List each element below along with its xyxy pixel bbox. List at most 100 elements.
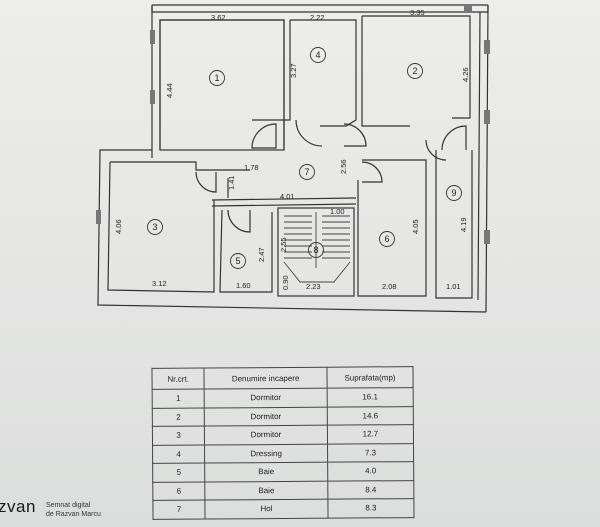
area-table: Nr.crt. Denumire incapere Suprafata(mp) …: [151, 366, 415, 519]
table-row: 5 Baie 4.0: [152, 461, 414, 482]
dim-hall-141: 1.41: [227, 175, 236, 190]
room-8-marker: [308, 242, 324, 258]
cell-name: Dormitor: [204, 388, 328, 408]
room-4-wall: [252, 20, 291, 121]
signature-text: Semnat digital de Razvan Marcu: [46, 501, 101, 519]
table-row: 6 Baie 8.4: [152, 480, 414, 501]
dim-room1-width: 3.62: [211, 13, 226, 22]
stairs-outline: [277, 207, 355, 297]
signature-name: zvan: [0, 497, 36, 516]
cell-area: 8.3: [327, 498, 415, 518]
cell-name: Hol: [205, 499, 328, 519]
dim-room4-width: 2.22: [310, 13, 325, 22]
cell-area: 14.6: [327, 406, 414, 426]
cell-nr: 4: [152, 444, 205, 464]
room-9-marker: [446, 185, 462, 201]
dim-hall-401: 4.01: [280, 192, 295, 201]
cell-nr: 6: [152, 481, 206, 501]
outer-wall: [159, 19, 285, 150]
door-room5: [227, 209, 251, 233]
room-4-marker: [310, 47, 326, 63]
outer-wall: [97, 149, 487, 313]
dim-hall-256: 2.56: [339, 159, 348, 174]
header-name: Denumire incapere: [204, 367, 328, 390]
cell-area: 8.4: [327, 480, 414, 500]
outer-wall: [485, 4, 489, 313]
hall-wall: [211, 197, 357, 201]
cell-area: 16.1: [327, 387, 414, 407]
dim-room3-width: 3.12: [152, 279, 167, 288]
dim-room6-width: 2.08: [382, 282, 397, 291]
dim-hall-178: 1.78: [244, 163, 259, 172]
floor-plan: 3.62 2.22 3.35 4.44 3.27 4.26 1.78 1.41 …: [96, 4, 490, 313]
room-3-marker: [147, 219, 163, 235]
cell-nr: 5: [152, 463, 205, 482]
door-room3: [195, 171, 217, 193]
door-room6: [361, 161, 383, 183]
signature-line-2: de Razvan Marcu: [46, 511, 101, 518]
dim-room6-height: 4.05: [411, 219, 420, 234]
cell-name: Dressing: [204, 443, 328, 464]
cell-name: Dormitor: [204, 406, 328, 427]
room-2-number: 2: [412, 66, 417, 76]
cell-nr: 1: [152, 389, 205, 408]
dim-stairs-255: 2.55: [279, 237, 288, 252]
room-8-number: 8: [313, 245, 318, 255]
table-row: 4 Dressing 7.3: [152, 443, 414, 464]
dim-room2-width: 3.35: [410, 8, 425, 17]
dim-stairs-090: 0.90: [281, 275, 290, 290]
room-2-outline: [362, 15, 471, 119]
door-room9: [441, 125, 467, 151]
cell-name: Baie: [204, 462, 328, 482]
dim-room3-height: 4.06: [114, 219, 123, 234]
dim-room9-width: 1.01: [446, 282, 461, 291]
cell-nr: 2: [152, 407, 205, 427]
header-nr: Nr.crt.: [151, 368, 205, 390]
dim-room4-height: 3.27: [289, 63, 298, 78]
table-header-row: Nr.crt. Denumire incapere Suprafata(mp): [151, 366, 414, 390]
hall-wall: [211, 203, 357, 207]
dim-room9-height: 4.19: [459, 217, 468, 232]
stair-treads: [283, 212, 351, 283]
room-2-wall: [361, 16, 410, 127]
room-7-number: 7: [304, 167, 309, 177]
room-4-outline: [290, 19, 357, 127]
room-6-outline: [357, 159, 427, 297]
dim-stairs-width: 2.23: [306, 282, 321, 291]
window-marks: [96, 6, 490, 244]
area-table-container: Nr.crt. Denumire incapere Suprafata(mp) …: [151, 366, 415, 519]
room-1-number: 1: [214, 73, 219, 83]
dim-room5-width: 1.60: [236, 281, 251, 290]
cell-area: 4.0: [327, 461, 414, 481]
header-area: Suprafata(mp): [326, 366, 414, 389]
cell-name: Dormitor: [204, 425, 328, 445]
room-1-marker: [209, 70, 225, 86]
table-row: 7 Hol 8.3: [152, 498, 415, 519]
table-row: 2 Dormitor 14.6: [152, 406, 414, 427]
cell-nr: 7: [152, 500, 206, 519]
cell-area: 12.7: [327, 424, 414, 444]
room-5-outline: [219, 209, 273, 293]
room-5-marker: [230, 253, 246, 269]
cell-nr: 3: [152, 426, 205, 445]
room-3-outline: [107, 161, 215, 293]
room-1-outline: [159, 19, 285, 151]
dim-room5-height: 2.47: [257, 247, 266, 262]
dim-room2-height: 4.26: [461, 67, 470, 82]
outer-wall: [477, 11, 481, 301]
room-2-marker: [407, 63, 423, 79]
outer-wall: [151, 5, 489, 13]
door-room1: [251, 123, 277, 149]
room-9-number: 9: [451, 188, 456, 198]
hall-wall: [110, 161, 250, 171]
room-6-number: 6: [384, 234, 389, 244]
room-6-marker: [379, 231, 395, 247]
dim-stairs-100: 1.00: [330, 207, 345, 216]
cell-name: Baie: [204, 480, 328, 501]
cell-area: 7.3: [327, 443, 414, 463]
dim-room1-height: 4.44: [165, 83, 174, 98]
room-9-outline: [435, 150, 473, 299]
signature-line-1: Semnat digital: [46, 502, 91, 509]
room-7-marker: [299, 164, 315, 180]
door-room2: [343, 123, 367, 147]
